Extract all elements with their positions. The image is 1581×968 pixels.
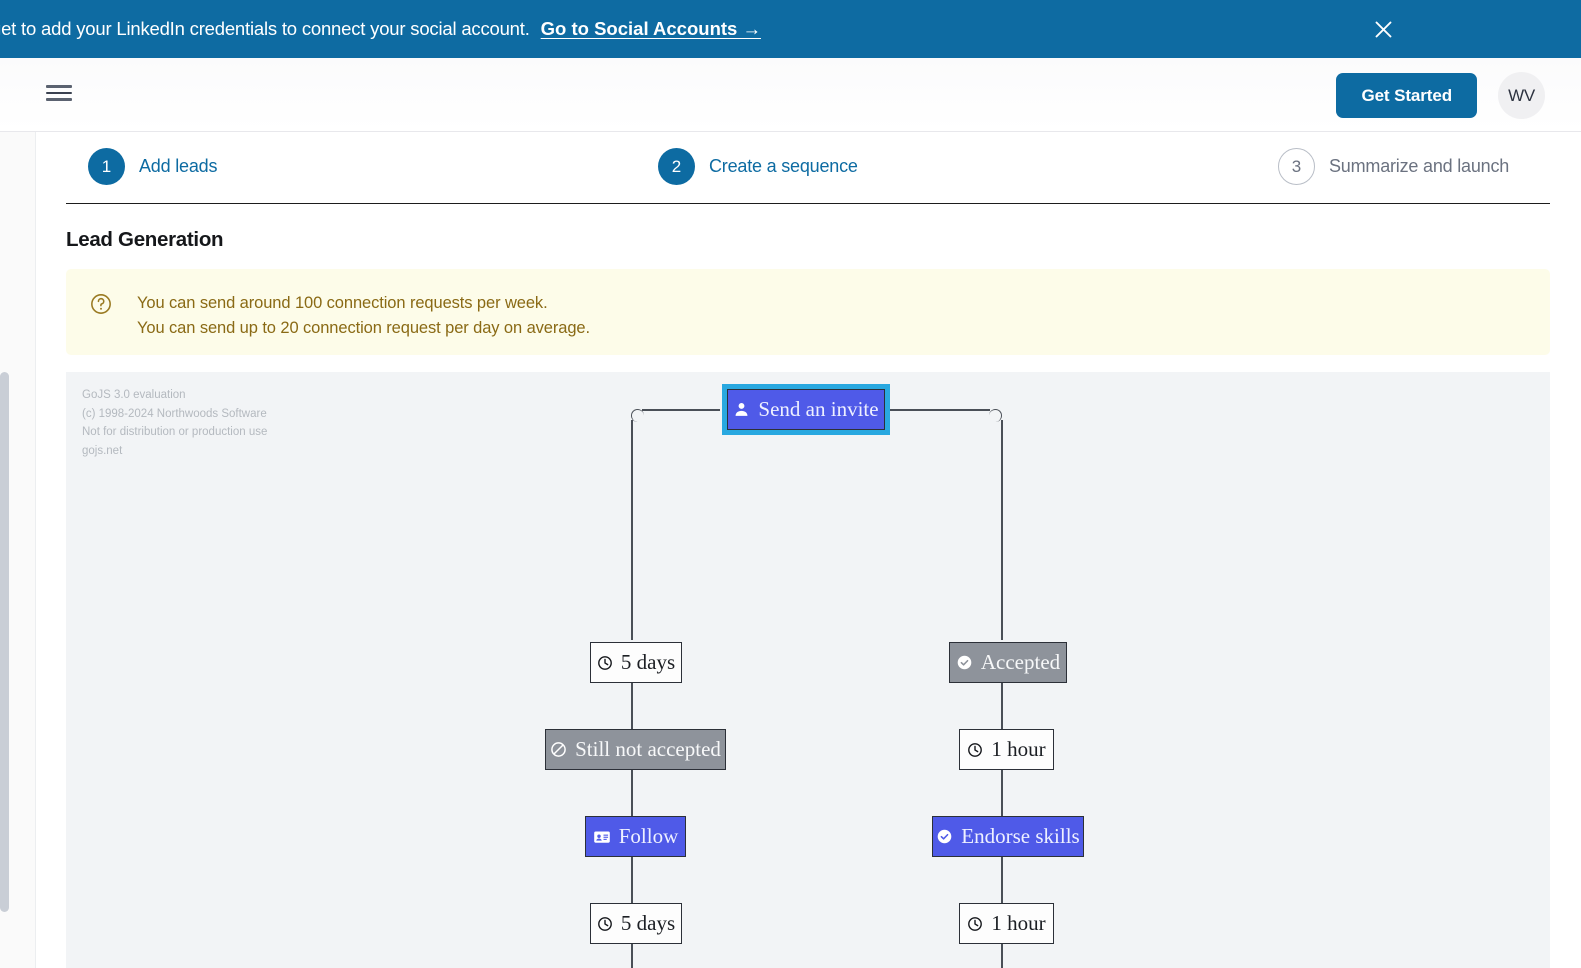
link-right-trunk xyxy=(1001,420,1003,640)
watermark-line: gojs.net xyxy=(82,444,123,457)
node-label: Endorse skills xyxy=(961,824,1080,848)
link-segment xyxy=(1001,857,1003,904)
step-label: Add leads xyxy=(139,156,218,176)
app-header: Get Started WV xyxy=(0,58,1581,132)
node-delay-1-hour-2[interactable]: 1 hour xyxy=(959,903,1054,944)
page-scrollbar[interactable] xyxy=(0,372,9,912)
check-circle-icon xyxy=(956,654,973,671)
hamburger-menu-icon[interactable] xyxy=(46,82,72,104)
notice-line: You can send up to 20 connection request… xyxy=(137,319,590,337)
close-icon[interactable] xyxy=(1369,15,1397,43)
node-delay-5-days-1[interactable]: 5 days xyxy=(590,642,682,683)
link-corner xyxy=(989,409,1002,422)
check-circle-icon xyxy=(936,828,953,845)
watermark-line: (c) 1998-2024 Northwoods Software xyxy=(82,407,267,420)
main-content: 1 Add leads 2 Create a sequence 3 Summar… xyxy=(36,132,1581,968)
link-segment xyxy=(1001,943,1003,968)
clock-icon xyxy=(967,916,983,932)
node-label: 1 hour xyxy=(991,911,1046,935)
node-still-not-accepted-1[interactable]: Still not accepted xyxy=(545,729,726,770)
node-label: 5 days xyxy=(620,911,676,935)
sequence-diagram-canvas[interactable]: GoJS 3.0 evaluation (c) 1998-2024 Northw… xyxy=(66,372,1550,968)
link-root-right xyxy=(886,409,990,411)
node-delay-5-days-2[interactable]: 5 days xyxy=(590,903,682,944)
step-add-leads[interactable]: 1 Add leads xyxy=(88,148,217,185)
question-circle-icon xyxy=(90,293,112,315)
link-segment xyxy=(1001,683,1003,730)
gojs-watermark: GoJS 3.0 evaluation (c) 1998-2024 Northw… xyxy=(82,386,267,460)
step-number: 1 xyxy=(88,148,125,185)
step-number: 3 xyxy=(1278,148,1315,185)
person-icon xyxy=(733,401,750,418)
link-left-trunk xyxy=(631,420,633,640)
node-send-an-invite[interactable]: Send an invite xyxy=(722,384,890,435)
node-accepted[interactable]: Accepted xyxy=(949,642,1067,683)
watermark-line: Not for distribution or production use xyxy=(82,426,268,439)
watermark-line: GoJS 3.0 evaluation xyxy=(82,389,186,401)
step-number: 2 xyxy=(658,148,695,185)
link-segment xyxy=(631,857,633,904)
go-to-social-accounts-link[interactable]: Go to Social Accounts → xyxy=(540,18,761,39)
diagram-tree: Send an invite 5 days xyxy=(66,372,1550,968)
node-label: Send an invite xyxy=(758,397,879,421)
link-segment xyxy=(631,943,633,968)
step-summarize-and-launch[interactable]: 3 Summarize and launch xyxy=(1278,148,1509,185)
node-label: Accepted xyxy=(980,650,1061,674)
node-endorse-skills[interactable]: Endorse skills xyxy=(932,816,1084,857)
step-create-a-sequence[interactable]: 2 Create a sequence xyxy=(658,148,858,185)
id-card-icon xyxy=(593,828,611,846)
link-segment xyxy=(631,770,633,817)
notice-line: You can send around 100 connection reque… xyxy=(137,294,548,312)
node-label: Follow xyxy=(618,824,679,848)
no-entry-icon xyxy=(550,741,567,758)
get-started-button[interactable]: Get Started xyxy=(1336,73,1477,118)
node-label: 5 days xyxy=(620,650,676,674)
clock-icon xyxy=(597,655,613,671)
info-notice: You can send around 100 connection reque… xyxy=(66,269,1550,355)
node-label: 1 hour xyxy=(991,737,1046,761)
clock-icon xyxy=(967,742,983,758)
stepper: 1 Add leads 2 Create a sequence 3 Summar… xyxy=(66,132,1550,204)
page-title: Lead Generation xyxy=(66,228,224,251)
link-segment xyxy=(1001,770,1003,817)
step-label: Create a sequence xyxy=(709,156,858,176)
node-label: Still not accepted xyxy=(575,737,721,761)
step-label: Summarize and launch xyxy=(1329,156,1510,176)
sidebar-rail xyxy=(0,132,36,968)
node-delay-1-hour-1[interactable]: 1 hour xyxy=(959,729,1054,770)
announcement-text: get to add your LinkedIn credentials to … xyxy=(0,18,530,39)
avatar[interactable]: WV xyxy=(1498,72,1545,119)
announcement-banner: get to add your LinkedIn credentials to … xyxy=(0,0,1581,58)
link-segment xyxy=(631,683,633,730)
clock-icon xyxy=(597,916,613,932)
node-follow[interactable]: Follow xyxy=(585,816,686,857)
link-corner xyxy=(631,409,644,422)
link-root-left xyxy=(642,409,720,411)
